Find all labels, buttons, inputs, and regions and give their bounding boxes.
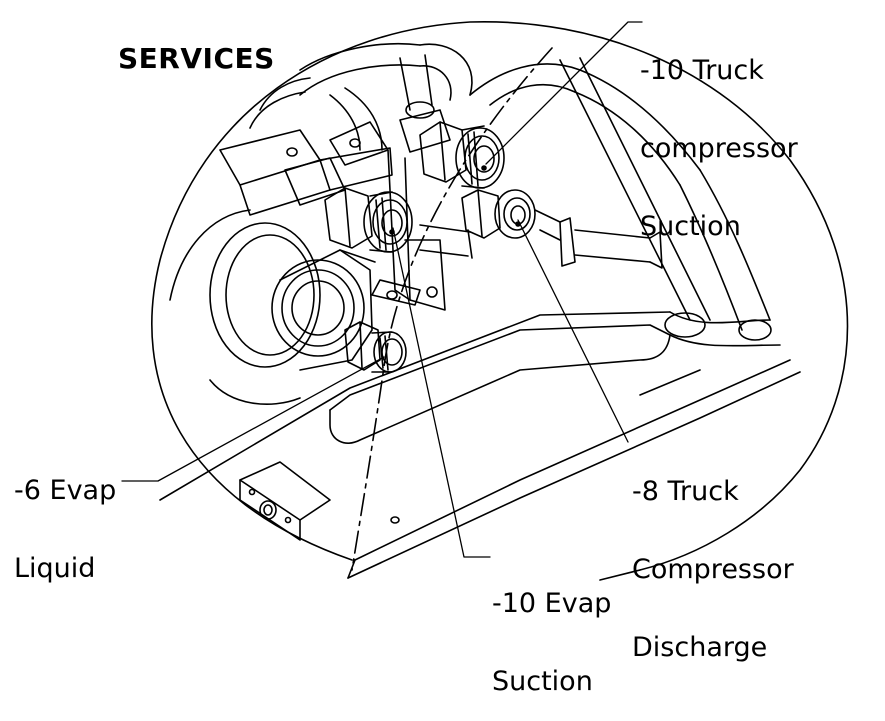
callout-line: -10 Truck [640,55,764,86]
leader-lines [121,21,643,558]
callout-line: Suction [640,211,741,242]
callout-line: compressor [640,133,798,164]
callout-line: -8 Truck [632,476,739,507]
evap-suction-fitting [284,157,413,253]
truck-discharge-fitting [419,189,663,269]
callout-evap-liquid: -6 Evap Liquid [14,426,116,608]
valve-body [169,209,376,406]
callout-line: Compressor [632,554,794,585]
callout-evap-suction: -10 Evap Suction [492,539,611,721]
callout-line: -10 Evap [492,588,612,619]
callout-line: Liquid [14,553,96,584]
bottom-bracket [239,461,331,541]
detail-circle [151,21,849,581]
callout-line: Discharge [632,632,768,663]
callout-truck-compressor-discharge: -8 Truck Compressor Discharge [632,427,794,687]
services-detail-drawing [121,21,849,581]
truck-suction-fitting [399,109,505,189]
evap-liquid-fitting [344,321,407,373]
callout-line: Suction [492,666,593,697]
base-tray [159,311,801,579]
callout-truck-compressor-suction: -10 Truck compressor Suction [640,6,798,266]
section-title: SERVICES [118,42,275,75]
dashed-centerline [351,47,553,571]
callout-line: -6 Evap [14,475,117,506]
